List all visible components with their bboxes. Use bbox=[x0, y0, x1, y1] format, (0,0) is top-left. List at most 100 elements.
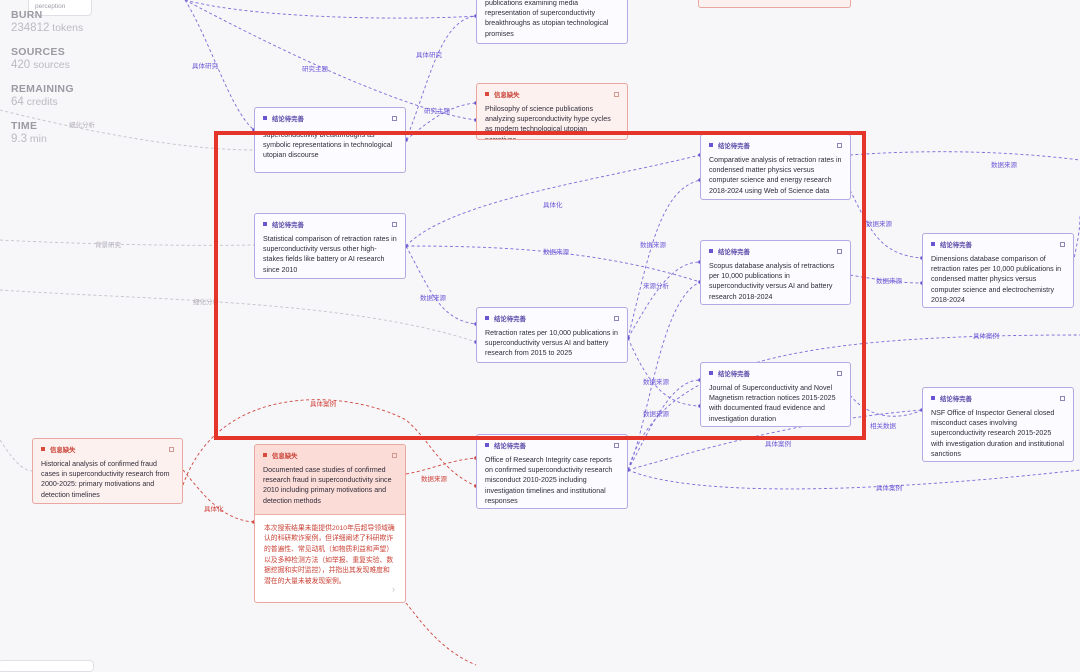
status-square-icon bbox=[709, 249, 713, 253]
node-card[interactable]: 结论待完善 NSF Office of Inspector General cl… bbox=[922, 387, 1074, 462]
stat-unit: min bbox=[29, 133, 47, 145]
expand-icon[interactable] bbox=[392, 115, 397, 121]
node-card[interactable]: 信息缺失 Historical analysis of confirmed fr… bbox=[32, 438, 183, 504]
edge-label: 细化分析 bbox=[69, 120, 96, 129]
node-tag: 结论待完善 bbox=[718, 142, 750, 150]
expand-icon[interactable] bbox=[392, 452, 397, 458]
status-square-icon bbox=[263, 222, 267, 226]
node-text: Journal of Superconductivity and Novel M… bbox=[709, 384, 836, 423]
stat-time: TIME 9.3 min bbox=[11, 120, 101, 146]
stat-value: 64 bbox=[11, 96, 24, 108]
status-square-icon bbox=[931, 396, 935, 400]
node-text: superconductivity breakthroughs as symbo… bbox=[263, 131, 393, 160]
edge-label: 数据来源 bbox=[643, 377, 670, 386]
edge-label: 具体案例 bbox=[765, 439, 791, 448]
node-text: publications examining media representat… bbox=[485, 0, 609, 38]
node-text: Retraction rates per 10,000 publications… bbox=[485, 329, 618, 358]
stat-label: TIME bbox=[11, 120, 38, 132]
node-card[interactable]: 结论待完善 Office of Research Integrity case … bbox=[476, 434, 628, 509]
node-card[interactable]: 信息缺失 Philosophy of science publications … bbox=[476, 83, 628, 140]
node-card-expanded[interactable]: 信息缺失 Documented case studies of confirme… bbox=[254, 444, 406, 603]
node-text: Philosophy of science publications analy… bbox=[485, 105, 611, 140]
stat-value: 234812 bbox=[11, 22, 50, 34]
status-square-icon bbox=[485, 316, 489, 320]
node-tag: 结论待完善 bbox=[272, 221, 304, 229]
node-tag: 信息缺失 bbox=[494, 91, 520, 99]
edge-label: 数据来源 bbox=[640, 240, 667, 249]
node-card[interactable]: 结论待完善 Comparative analysis of retraction… bbox=[700, 134, 851, 200]
expand-icon[interactable] bbox=[837, 248, 842, 254]
node-text: Comparative analysis of retraction rates… bbox=[709, 156, 842, 195]
edge-label: 数据来源 bbox=[866, 219, 893, 228]
stats-panel: BURN 234812 tokens SOURCES 420 sources R… bbox=[11, 9, 101, 157]
node-text: Historical analysis of confirmed fraud c… bbox=[41, 460, 170, 499]
node-text: Office of Research Integrity case report… bbox=[485, 456, 613, 505]
stat-value: 9.3 bbox=[11, 133, 27, 145]
status-square-icon bbox=[931, 242, 935, 246]
stat-label: REMAINING bbox=[11, 83, 74, 95]
status-square-icon bbox=[263, 453, 267, 457]
node-text: Dimensions database comparison of retrac… bbox=[931, 255, 1062, 304]
expand-icon[interactable] bbox=[1060, 395, 1065, 401]
edge-label: 数据来源 bbox=[543, 247, 570, 256]
node-card[interactable]: publications examining media representat… bbox=[476, 0, 628, 44]
stat-unit: tokens bbox=[52, 22, 84, 34]
status-square-icon bbox=[41, 447, 45, 451]
node-text: Statistical comparison of retraction rat… bbox=[263, 235, 397, 274]
stat-unit: credits bbox=[26, 96, 58, 108]
expand-icon[interactable] bbox=[614, 91, 619, 97]
status-square-icon bbox=[485, 443, 489, 447]
edge-label: 背景研究 bbox=[95, 240, 122, 249]
node-tag: 结论待完善 bbox=[940, 395, 972, 403]
node-card-partial[interactable] bbox=[698, 0, 851, 8]
expand-icon[interactable] bbox=[614, 442, 619, 448]
node-card[interactable]: 结论待完善 Scopus database analysis of retrac… bbox=[700, 240, 851, 305]
node-text: Documented case studies of confirmed res… bbox=[263, 466, 392, 505]
edge-label: 研究主题 bbox=[424, 106, 451, 115]
node-tag: 结论待完善 bbox=[272, 115, 304, 123]
edge-label: 具体化 bbox=[204, 504, 224, 513]
edge-label: 细化分析 bbox=[193, 297, 220, 306]
stat-label: SOURCES bbox=[11, 46, 66, 58]
edge-label: 具体案例 bbox=[876, 483, 902, 492]
status-square-icon bbox=[709, 371, 713, 375]
node-card[interactable]: 结论待完善 Dimensions database comparison of … bbox=[922, 233, 1074, 308]
stat-value: 420 bbox=[11, 59, 31, 71]
expand-icon[interactable] bbox=[392, 221, 397, 227]
node-card[interactable]: 结论待完善 superconductivity breakthroughs as… bbox=[254, 107, 406, 173]
node-tag: 结论待完善 bbox=[494, 442, 526, 450]
stat-unit: sources bbox=[33, 59, 70, 71]
edge-label: 具体化 bbox=[543, 200, 563, 209]
node-tag: 结论待完善 bbox=[494, 315, 526, 323]
edge-label: 数据来源 bbox=[643, 409, 670, 418]
node-text: NSF Office of Inspector General closed m… bbox=[931, 409, 1064, 458]
chevron-right-icon[interactable]: › bbox=[392, 584, 395, 594]
node-card[interactable]: 结论待完善 Retraction rates per 10,000 public… bbox=[476, 307, 628, 363]
expand-icon[interactable] bbox=[837, 370, 842, 376]
edge-label: 具体研究 bbox=[192, 61, 219, 70]
tiny-tag: perception bbox=[28, 0, 92, 16]
edge-label: 数据来源 bbox=[876, 276, 903, 285]
node-card[interactable]: 结论待完善 Journal of Superconductivity and N… bbox=[700, 362, 851, 427]
node-note: 本次搜索结果未能提供2010年后超导领域确认的科研欺诈案例，但详细阐述了科研欺诈… bbox=[264, 524, 395, 585]
edge-label: 数据来源 bbox=[991, 160, 1018, 169]
node-tag: 信息缺失 bbox=[50, 446, 76, 454]
node-tag: 结论待完善 bbox=[718, 248, 750, 256]
edge-label: 具体案例 bbox=[310, 399, 336, 408]
node-card-partial[interactable] bbox=[0, 660, 94, 672]
stat-label: BURN bbox=[11, 9, 43, 21]
node-card[interactable]: 结论待完善 Statistical comparison of retracti… bbox=[254, 213, 406, 279]
status-square-icon bbox=[709, 143, 713, 147]
expand-icon[interactable] bbox=[1060, 241, 1065, 247]
edge-label: 研究主题 bbox=[302, 64, 329, 73]
edge-label: 数据来源 bbox=[420, 293, 447, 302]
stat-remaining: REMAINING 64 credits bbox=[11, 83, 101, 109]
node-tag: 信息缺失 bbox=[272, 452, 298, 460]
edge-label: 数据来源 bbox=[421, 474, 448, 483]
expand-icon[interactable] bbox=[837, 142, 842, 148]
edge-label: 具体案例 bbox=[973, 331, 999, 340]
expand-icon[interactable] bbox=[614, 315, 619, 321]
expand-icon[interactable] bbox=[169, 446, 174, 452]
